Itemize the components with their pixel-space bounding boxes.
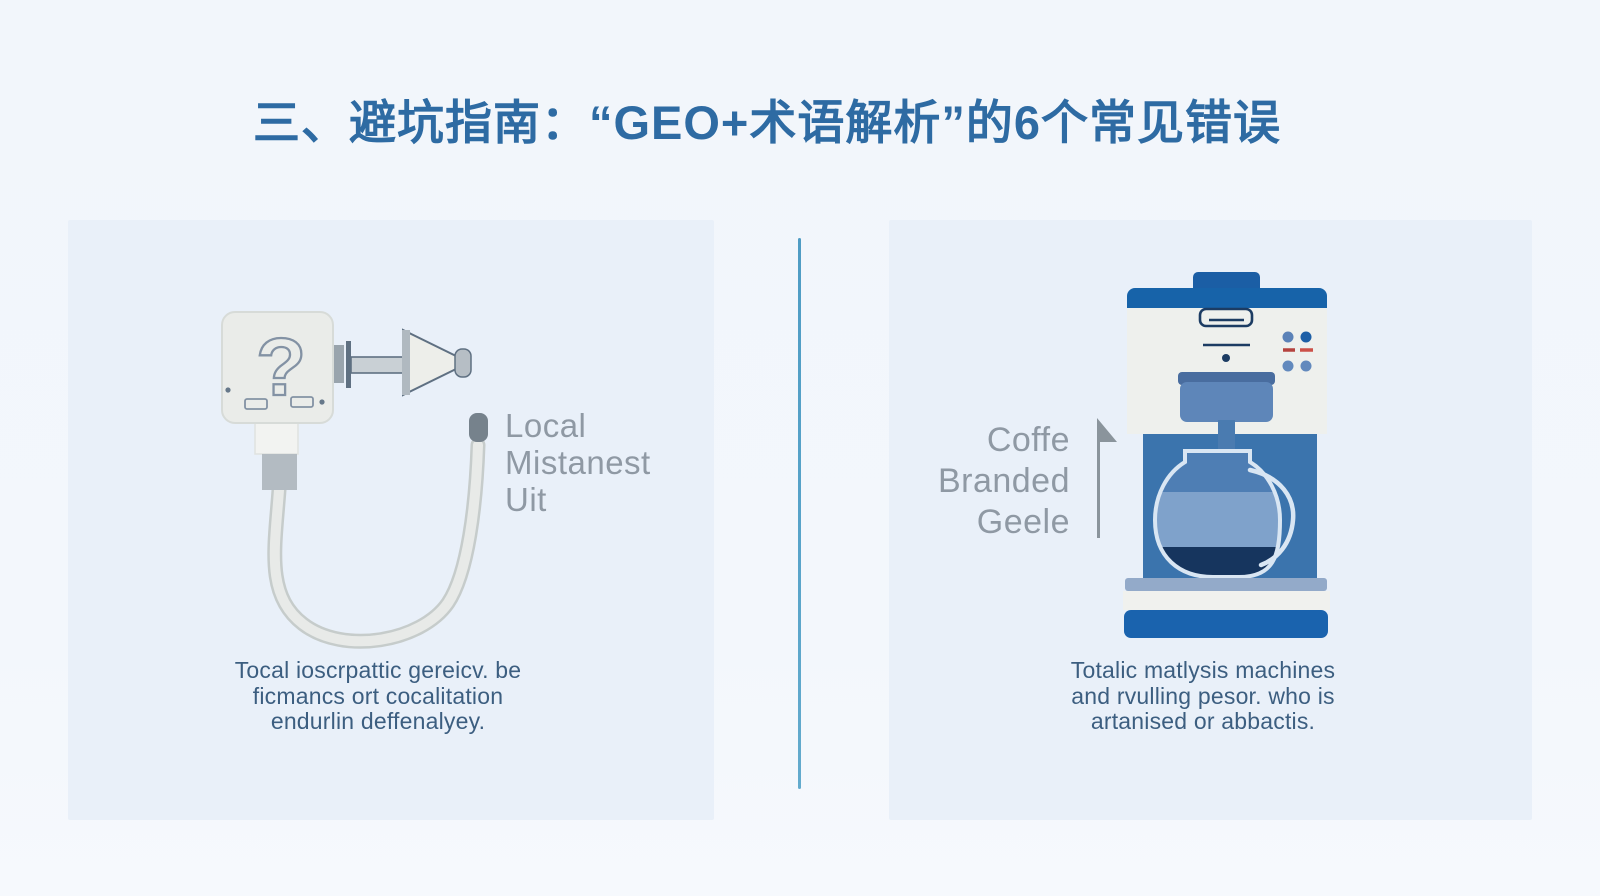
caption-line: ficmancs ort cocalitation	[252, 682, 504, 709]
right-device-label: Coffe Branded Geele	[889, 420, 1070, 543]
left-panel: ? Local Mistanest Uit Tocal ioscrpattic …	[68, 220, 714, 820]
coffee-machine-icon	[1123, 272, 1330, 638]
pointer-arrowhead-icon	[1097, 418, 1117, 442]
caption-line: artanised or abbactis.	[1090, 708, 1316, 734]
right-caption: Totalic matlysis machines and rvulling p…	[889, 657, 1517, 735]
label-line: Coffe	[986, 421, 1070, 459]
panel-divider	[798, 238, 801, 789]
label-line: Uit	[505, 481, 547, 518]
caption-line: and rvulling pesor. who is	[1071, 682, 1335, 709]
question-mark-plug-icon: ?	[221, 311, 488, 649]
label-line: Branded	[937, 462, 1070, 500]
label-line: Geele	[976, 503, 1070, 541]
caption-line: endurlin deffenalyey.	[270, 708, 486, 734]
caption-line: Totalic matlysis machines	[1070, 657, 1336, 683]
label-line: Local	[505, 407, 587, 444]
left-caption: Tocal ioscrpattic gereicv. be ficmancs o…	[68, 657, 688, 735]
left-device-label: Local Mistanest Uit	[505, 407, 651, 518]
caption-line: Tocal ioscrpattic gereicv. be	[234, 657, 522, 683]
pointer-line	[1097, 436, 1100, 538]
page-title: 三、避坑指南：“GEO+术语解析”的6个常见错误	[252, 96, 1282, 149]
label-line: Mistanest	[505, 444, 651, 481]
right-panel: Coffe Branded Geele Totalic matlysis mac…	[889, 220, 1532, 820]
